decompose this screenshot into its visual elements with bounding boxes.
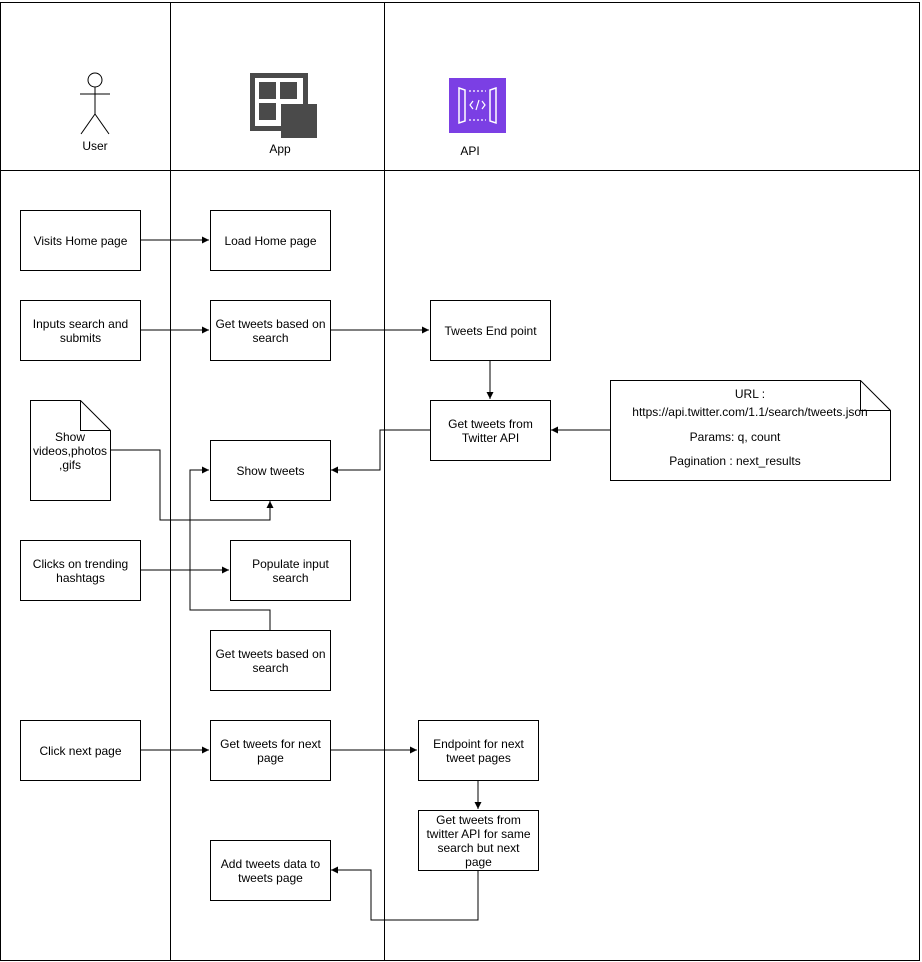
lane-border-left [0, 2, 1, 961]
box-show-tweets: Show tweets [210, 440, 331, 501]
lane-label-app: App [269, 142, 291, 156]
box-add-tweets: Add tweets data to tweets page [210, 840, 331, 901]
box-populate-input: Populate input search [230, 540, 351, 601]
note-params: Params: q, count [689, 430, 781, 444]
note-url-label: URL : [734, 387, 766, 401]
lane-label-api: API [460, 144, 480, 158]
box-clicks-trending: Clicks on trending hashtags [20, 540, 141, 601]
arrow-media-to-show-tweets [110, 449, 274, 521]
arrow-same-to-add-tweets [331, 866, 479, 921]
app-grid-icon [250, 73, 317, 138]
box-get-tweets-search: Get tweets based on search [210, 300, 331, 361]
lane-divider-user-app [170, 2, 171, 961]
media-document-label: Show videos,photos ,gifs [32, 430, 108, 472]
box-get-tweets-next: Get tweets for next page [210, 720, 331, 781]
arrow-twitter-api-to-show-tweets [331, 429, 430, 474]
box-get-tweets-same: Get tweets from twitter API for same sea… [418, 810, 539, 871]
lane-divider-app-api [384, 2, 385, 961]
lane-label-user: User [82, 139, 108, 153]
box-load-home: Load Home page [210, 210, 331, 271]
lane-border-bottom [0, 960, 920, 961]
box-endpoint-next: Endpoint for next tweet pages [418, 720, 539, 781]
box-visits-home: Visits Home page [20, 210, 141, 271]
box-tweets-endpoint: Tweets End point [430, 300, 551, 361]
api-note-shape [610, 380, 891, 481]
box-inputs-search: Inputs search and submits [20, 300, 141, 361]
note-pagination: Pagination : next_results [669, 454, 801, 468]
media-document-shape [30, 400, 111, 501]
arrow-search-again-to-show-tweets [189, 466, 271, 630]
api-gateway-icon [449, 78, 506, 133]
stick-figure-icon [80, 72, 110, 135]
lane-header-divider [0, 170, 920, 171]
lane-border-top [0, 2, 920, 3]
box-get-tweets-search-2: Get tweets based on search [210, 630, 331, 691]
lane-border-right [919, 2, 920, 961]
box-click-next: Click next page [20, 720, 141, 781]
box-get-tweets-twitter: Get tweets from Twitter API [430, 400, 551, 461]
note-url: https://api.twitter.com/1.1/search/tweet… [632, 405, 868, 419]
